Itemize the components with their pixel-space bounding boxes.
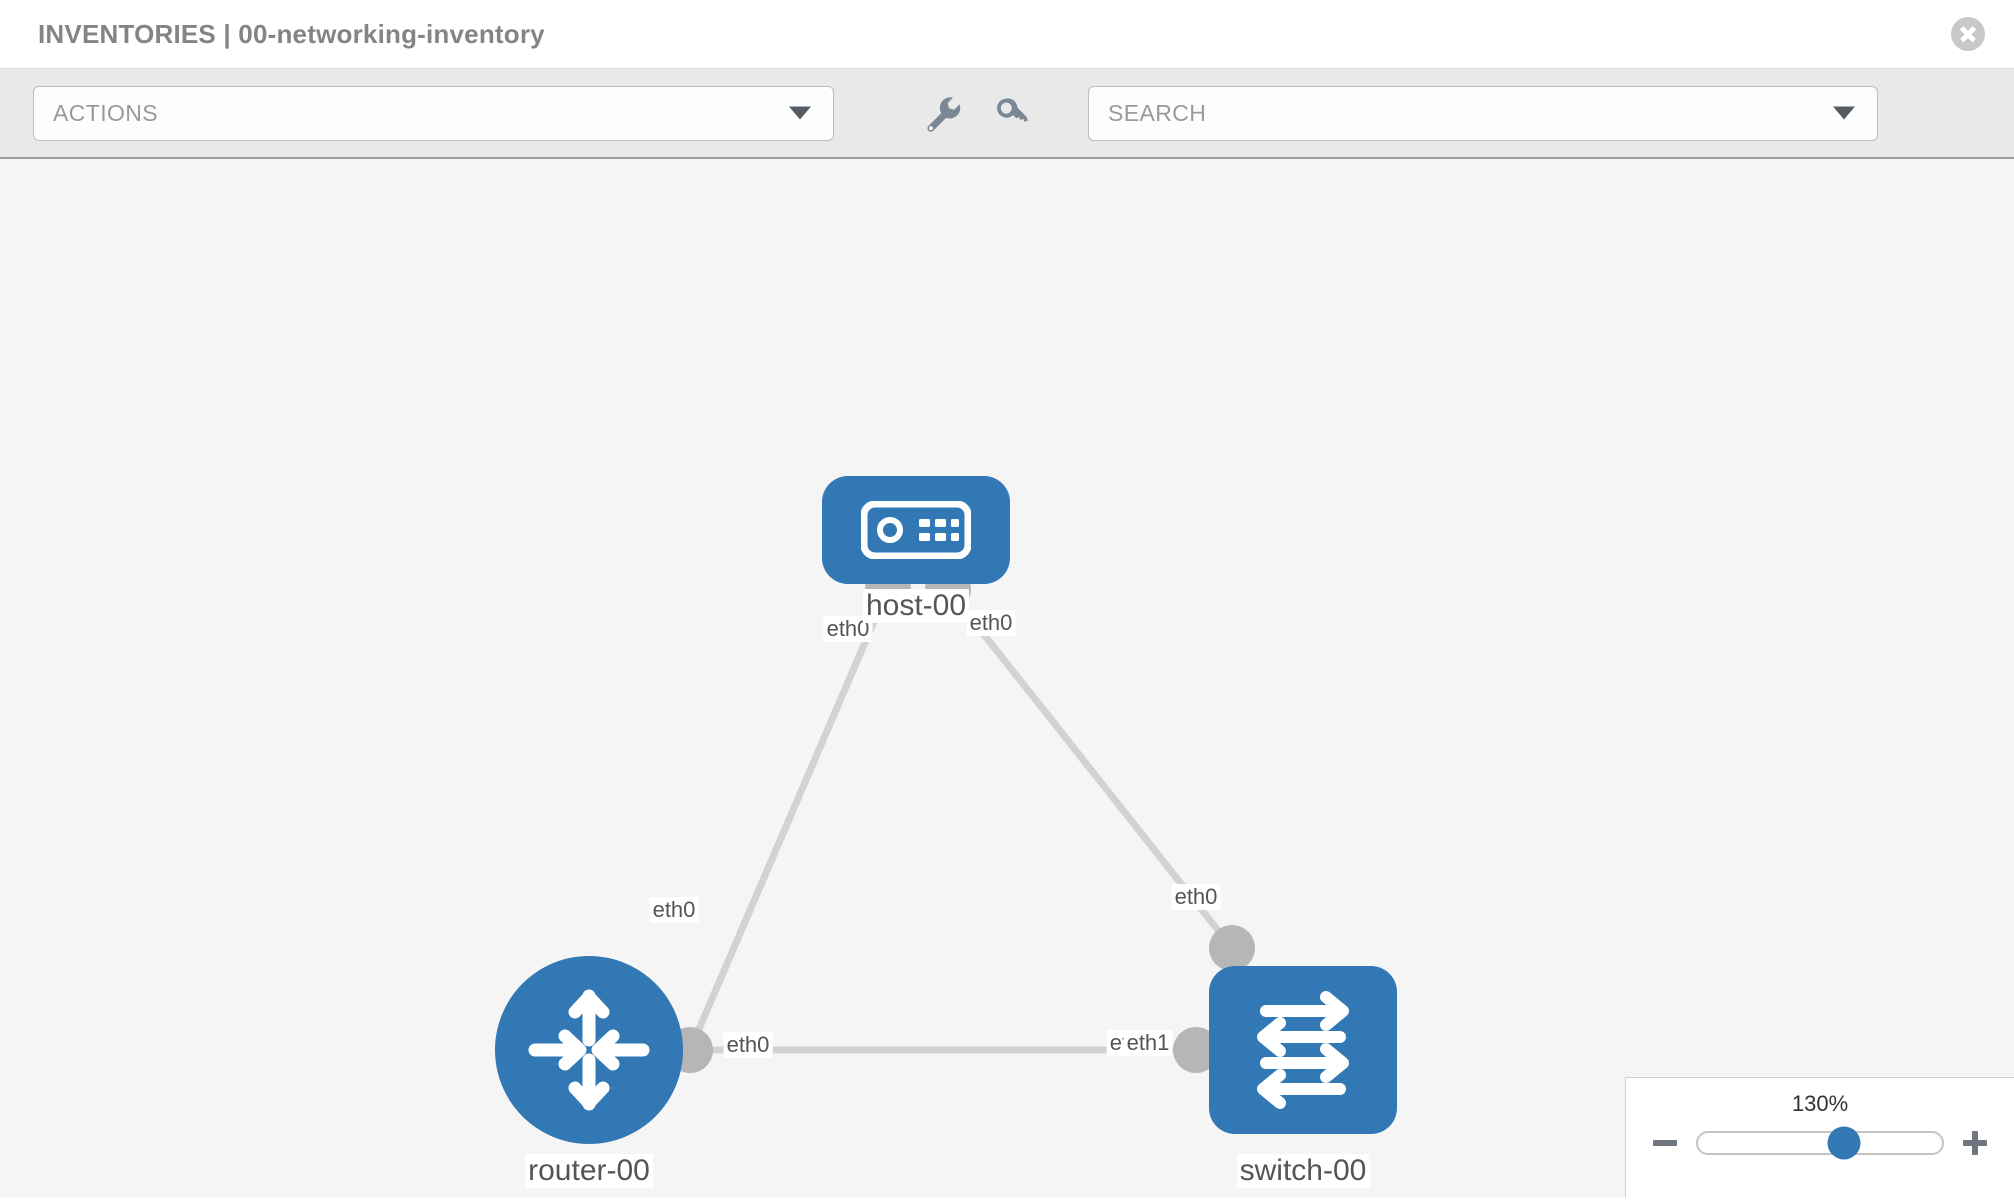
zoom-slider-row [1626,1126,2014,1160]
link-host-router [686,587,892,1052]
chevron-down-icon [789,106,811,120]
minus-icon[interactable] [1650,1128,1680,1158]
page-title: INVENTORIES | 00-networking-inventory [38,18,545,49]
plus-icon[interactable] [1960,1128,1990,1158]
iface-label: eth1 [1123,1030,1173,1056]
key-icon[interactable] [986,87,1038,139]
zoom-slider-thumb[interactable] [1827,1126,1861,1160]
iface-label: eth0 [723,1032,773,1058]
chevron-down-icon [1833,106,1855,120]
zoom-level-value: 130% [1791,1091,1849,1116]
wrench-icon[interactable] [916,87,968,139]
actions-dropdown-label: ACTIONS [53,99,159,126]
port-switch-eth0[interactable] [1209,925,1255,971]
switch-arrows-icon [1257,991,1349,1109]
actions-dropdown[interactable]: ACTIONS [33,85,834,141]
zoom-control-panel: 130% [1625,1077,2014,1197]
close-icon[interactable] [1951,17,1985,51]
node-router-00[interactable] [495,956,683,1144]
topology-canvas[interactable]: eth0 eth0 eth0 eth0 eth0 eth eth1 host-0… [0,159,2014,1197]
node-host-00[interactable] [822,476,1010,584]
toolbar: ACTIONS SEARCH [0,68,2014,159]
node-label-router-00: router-00 [525,1154,653,1188]
zoom-slider-track[interactable] [1696,1126,1944,1160]
node-switch-00[interactable] [1209,966,1397,1134]
server-icon [861,501,971,559]
iface-label: eth0 [649,897,699,923]
iface-label: eth0 [966,610,1016,636]
node-label-switch-00: switch-00 [1236,1154,1370,1188]
iface-label: eth0 [823,616,873,642]
iface-label: eth0 [1171,884,1221,910]
search-input[interactable]: SEARCH [1088,85,1878,141]
node-label-host-00: host-00 [862,589,970,623]
search-placeholder: SEARCH [1108,99,1207,126]
topology-links [686,586,1235,1054]
router-arrows-icon [528,989,650,1111]
page-header: INVENTORIES | 00-networking-inventory [0,0,2014,68]
